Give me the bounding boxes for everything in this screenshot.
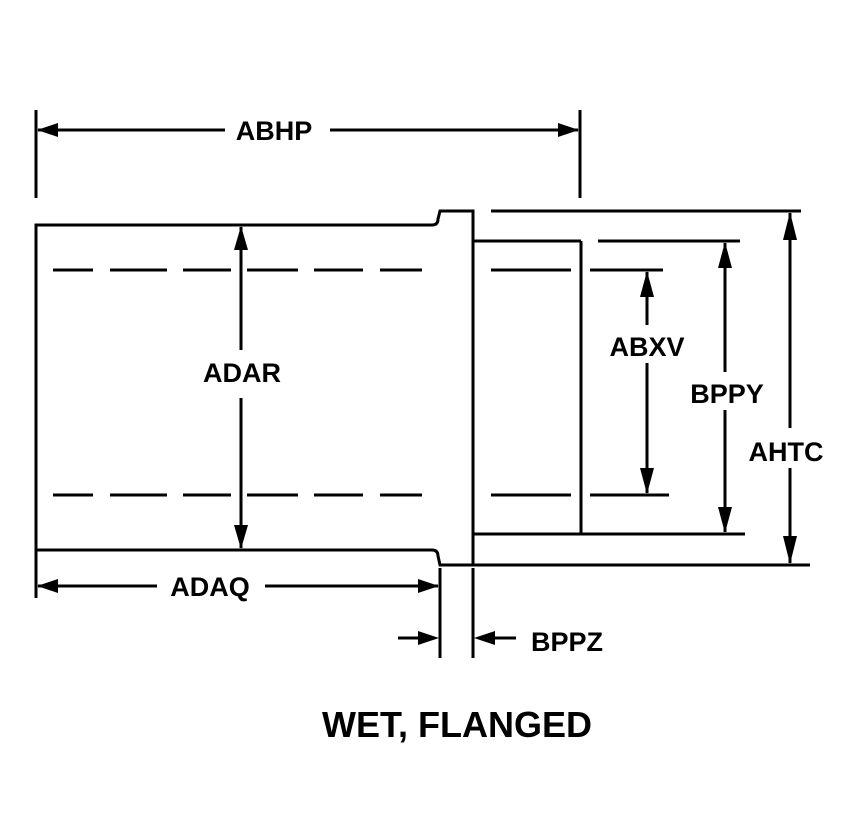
adaq-arrow-right-icon (418, 579, 439, 593)
ahtc-label: AHTC (749, 437, 824, 467)
bppy-arrow-down-icon (718, 507, 732, 533)
part-outline (34, 209, 810, 598)
bppy-arrow-up-icon (718, 242, 732, 268)
adar-arrow-down-icon (234, 525, 248, 549)
abhp-arrow-right-icon (558, 123, 579, 137)
dimension-adaq: ADAQ (37, 572, 439, 602)
bppy-label: BPPY (690, 379, 764, 409)
drawing-title: WET, FLANGED (322, 704, 592, 745)
abhp-label: ABHP (236, 116, 313, 146)
extension-lines (34, 110, 801, 658)
ahtc-arrow-down-icon (783, 536, 797, 564)
dimension-bppy: BPPY (690, 242, 764, 533)
dimension-bppz: BPPZ (398, 627, 603, 657)
dimension-adar: ADAR (203, 226, 281, 549)
ahtc-arrow-up-icon (783, 212, 797, 240)
bppz-label: BPPZ (531, 627, 603, 657)
bppz-arrow-left-icon (474, 631, 495, 645)
adaq-label: ADAQ (170, 572, 250, 602)
abxv-label: ABXV (609, 332, 684, 362)
abxv-arrow-up-icon (640, 271, 654, 297)
dimension-abhp: ABHP (37, 116, 579, 146)
bppz-arrow-right-icon (418, 631, 439, 645)
adaq-arrow-left-icon (37, 579, 58, 593)
adar-arrow-up-icon (234, 226, 248, 250)
dimension-abxv: ABXV (609, 271, 685, 494)
adar-label: ADAR (203, 358, 281, 388)
abhp-arrow-left-icon (37, 123, 58, 137)
abxv-arrow-down-icon (640, 468, 654, 494)
bore-dash-segments-right (491, 268, 571, 497)
hidden-bore-lines (53, 268, 669, 497)
dimension-ahtc: AHTC (749, 212, 824, 564)
